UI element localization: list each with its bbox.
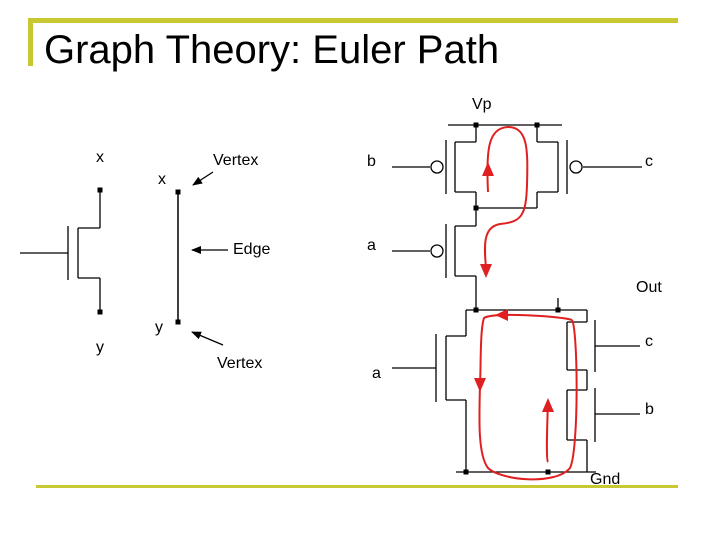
left-transistor-bottom-label: y: [96, 339, 104, 356]
vertex-top-pointer-arrow: [192, 171, 214, 186]
pmos-a-gate-bubble: [430, 244, 444, 258]
pmos-c-input-label: c: [645, 153, 653, 170]
cmos-circuit: [392, 124, 642, 473]
title-accent-horizontal-rule: [28, 18, 678, 23]
pmos-c-gate-bubble: [569, 160, 583, 174]
vp-node-right: [534, 122, 540, 128]
pmos-b-gate-bubble: [430, 160, 444, 174]
graph-top-vertex-dot: [175, 189, 181, 195]
euler-path-lower-upper: [479, 313, 573, 386]
left-transistor-top-label: x: [96, 149, 104, 166]
path-arrow-down-nmos-a: [474, 378, 486, 392]
out-node-dot-right: [555, 307, 561, 313]
graph-bottom-vertex-caption: Vertex: [217, 355, 262, 372]
path-arrow-down-pmos-a: [480, 264, 492, 278]
euler-path-lower-loop: [478, 319, 578, 481]
vertex-bottom-pointer-arrow: [191, 331, 224, 346]
graph-top-vertex-caption: Vertex: [213, 152, 258, 169]
out-node-dot-left: [473, 307, 479, 313]
nmos-c-input-label: c: [645, 333, 653, 350]
nmos-a-input-label: a: [372, 365, 381, 382]
left-transistor-bottom-node: [97, 309, 103, 315]
left-transistor-top-node: [97, 187, 103, 193]
graph-top-vertex-label: x: [158, 171, 166, 188]
slide-title: Graph Theory: Euler Path: [44, 28, 500, 72]
title-accent-vertical-rule: [28, 18, 33, 66]
path-arrow-up-nmos-b: [542, 398, 554, 412]
gnd-label: Gnd: [590, 471, 620, 488]
pmos-a-input-label: a: [367, 237, 376, 254]
path-arrow-up-pmos-b: [482, 162, 494, 176]
footer-accent-rule: [36, 485, 678, 488]
out-label: Out: [636, 279, 662, 296]
gnd-node-left: [463, 469, 469, 475]
path-arrow-left-out: [495, 309, 508, 321]
pmos-b-input-label: b: [367, 153, 376, 170]
internal-node-dot: [473, 205, 479, 211]
gnd-node-right: [545, 469, 551, 475]
euler-path-upper: [483, 125, 529, 269]
vp-node-left: [473, 122, 479, 128]
vp-label: Vp: [472, 96, 492, 113]
left-transistor: [20, 190, 101, 312]
graph-bottom-vertex-dot: [175, 319, 181, 325]
nmos-b-input-label: b: [645, 401, 654, 418]
graph-edge-caption: Edge: [233, 241, 270, 258]
graph-bottom-vertex-label: y: [155, 319, 163, 336]
